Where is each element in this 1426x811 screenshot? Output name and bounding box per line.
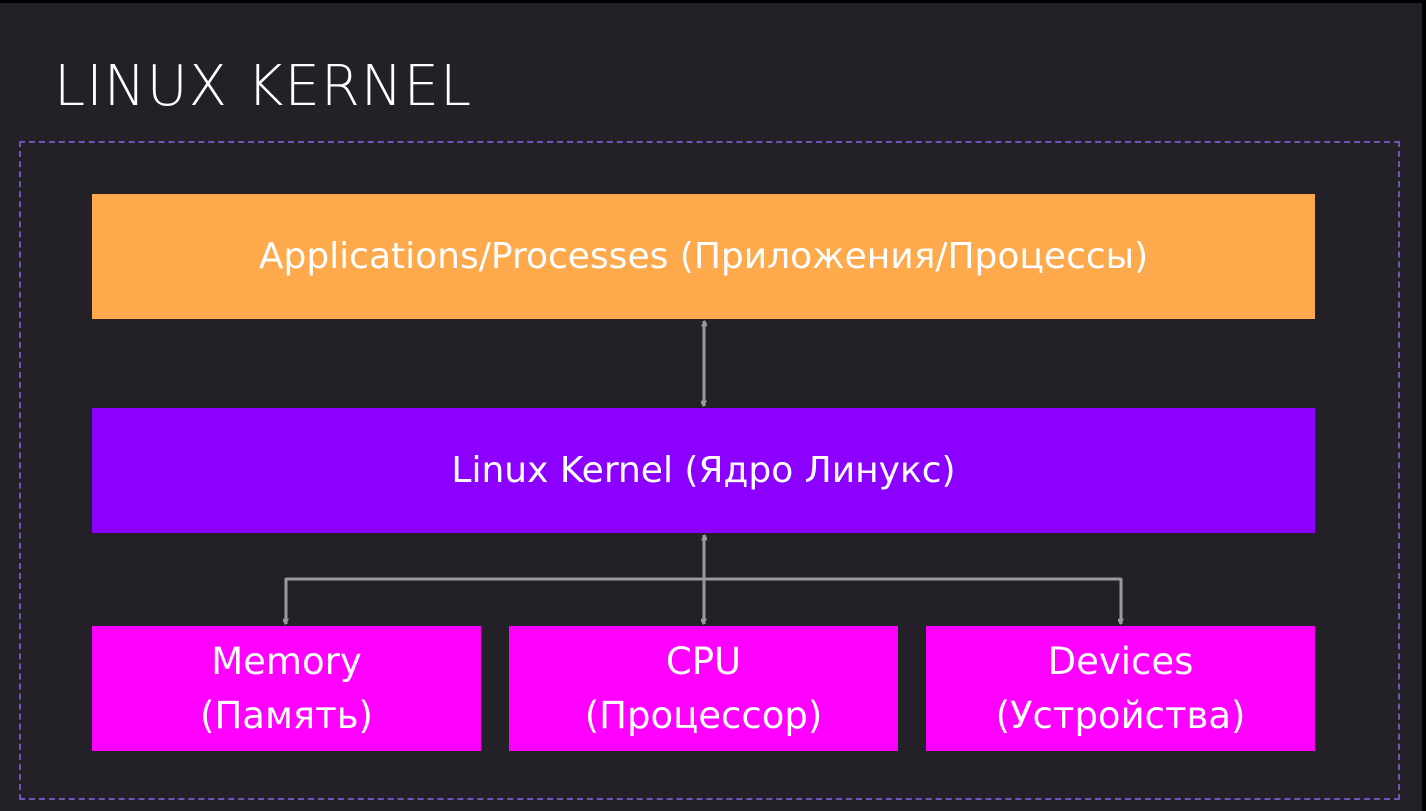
cpu-label-ru: (Процессор) [584, 693, 823, 737]
cpu-label: CPU [665, 639, 742, 683]
letterbox-top [0, 0, 1426, 3]
applications-layer: Applications/Processes (Приложения/Проце… [92, 194, 1315, 319]
slide-title: LINUX KERNEL [54, 54, 473, 119]
memory-label-ru: (Память) [200, 693, 373, 737]
devices-label-ru: (Устройства) [995, 693, 1246, 737]
diagram-frame [19, 141, 1400, 800]
letterbox-right [1422, 0, 1426, 811]
devices-box: Devices (Устройства) [926, 626, 1315, 751]
memory-label: Memory [211, 639, 362, 683]
devices-label: Devices [1047, 639, 1194, 683]
kernel-layer: Linux Kernel (Ядро Линукс) [92, 408, 1315, 533]
applications-label: Applications/Processes (Приложения/Проце… [258, 236, 1149, 277]
cpu-box: CPU (Процессор) [509, 626, 898, 751]
memory-box: Memory (Память) [92, 626, 481, 751]
kernel-label: Linux Kernel (Ядро Линукс) [451, 450, 956, 491]
